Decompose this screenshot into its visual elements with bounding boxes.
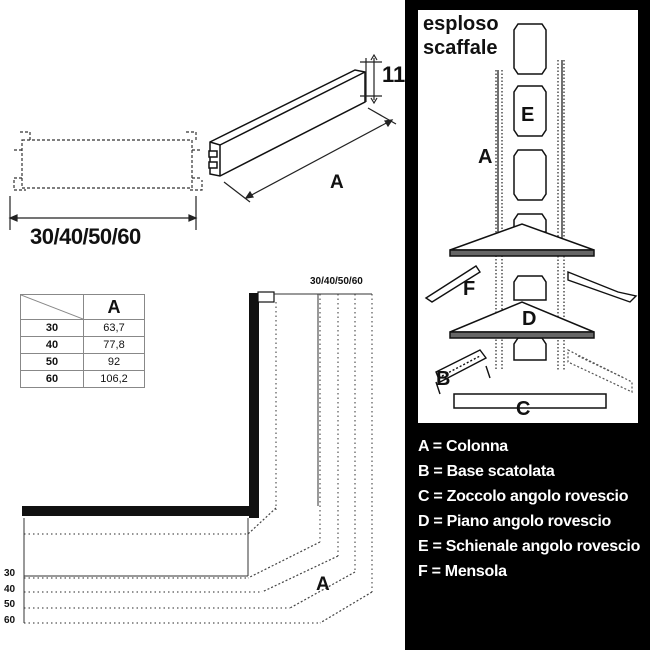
legend-item: B = Base scatolata xyxy=(418,463,555,480)
table-header-row: A xyxy=(20,294,145,320)
column-A-outline xyxy=(497,60,563,240)
shelf-D xyxy=(449,301,595,339)
profile-drawing xyxy=(8,53,397,230)
exploded-title-line1: esploso xyxy=(423,13,499,35)
corner-diagonal xyxy=(21,295,83,319)
exploded-drawing xyxy=(424,23,638,409)
exploded-title: esploso scaffale xyxy=(423,12,499,60)
plan-size-30: 30 xyxy=(4,568,16,579)
table-row: 30 63,7 xyxy=(20,319,145,337)
table-size-cell: 60 xyxy=(20,370,84,388)
exploded-title-line2: scaffale xyxy=(423,37,498,59)
base-B xyxy=(435,349,491,395)
plan-size-60: 60 xyxy=(4,615,16,626)
legend-item: C = Zoccolo angolo rovescio xyxy=(418,488,629,505)
height-label: 11 xyxy=(382,62,406,87)
vertical-depth-outline xyxy=(274,293,372,506)
base-right-dashed xyxy=(567,349,633,393)
vertical-depth-lines xyxy=(275,294,373,592)
brackets-F xyxy=(424,265,638,303)
legend-item: F = Mensola xyxy=(418,563,507,580)
beam-A xyxy=(208,69,366,177)
exploded-label-F: F xyxy=(463,278,476,300)
corner-plan-view xyxy=(22,291,373,624)
legend-item: E = Schienale angolo rovescio xyxy=(418,538,641,555)
table-value-cell: 106,2 xyxy=(83,370,145,388)
exploded-label-B: B xyxy=(436,368,451,390)
table-corner-cell xyxy=(20,294,84,320)
beam-label-A: A xyxy=(330,172,344,193)
horizontal-depth-outline xyxy=(23,518,249,623)
length-dimension xyxy=(223,107,397,203)
plinth-C xyxy=(453,393,607,409)
legend-item: A = Colonna xyxy=(418,438,508,455)
horizontal-column xyxy=(22,506,256,516)
plan-top-dimensions: 30/40/50/60 xyxy=(310,276,363,287)
table-header-A: A xyxy=(83,294,145,320)
plan-label-A: A xyxy=(316,574,330,595)
exploded-label-D: D xyxy=(522,308,537,330)
plan-size-50: 50 xyxy=(4,599,16,610)
exploded-label-C: C xyxy=(516,398,531,420)
vertical-column xyxy=(249,293,259,518)
table-row: 60 106,2 xyxy=(20,370,145,388)
dashed-side-view xyxy=(13,131,203,191)
plan-size-40: 40 xyxy=(4,584,16,595)
exploded-label-A: A xyxy=(478,146,493,168)
table-row: 40 77,8 xyxy=(20,336,145,354)
legend-item: D = Piano angolo rovescio xyxy=(418,513,611,530)
parts-legend: A = Colonna B = Base scatolata C = Zocco… xyxy=(418,434,640,584)
width-dimension-line xyxy=(8,196,198,230)
exploded-label-E: E xyxy=(521,104,535,126)
corner-diagonals xyxy=(247,507,373,624)
upper-shelf xyxy=(449,223,595,257)
horizontal-depth-lines xyxy=(24,533,320,624)
height-dimension xyxy=(360,53,382,105)
back-panels-E xyxy=(513,23,547,361)
depth-options-label: 30/40/50/60 xyxy=(30,224,141,249)
dimension-table: A 30 63,7 40 77,8 50 92 60 106,2 xyxy=(20,294,145,388)
